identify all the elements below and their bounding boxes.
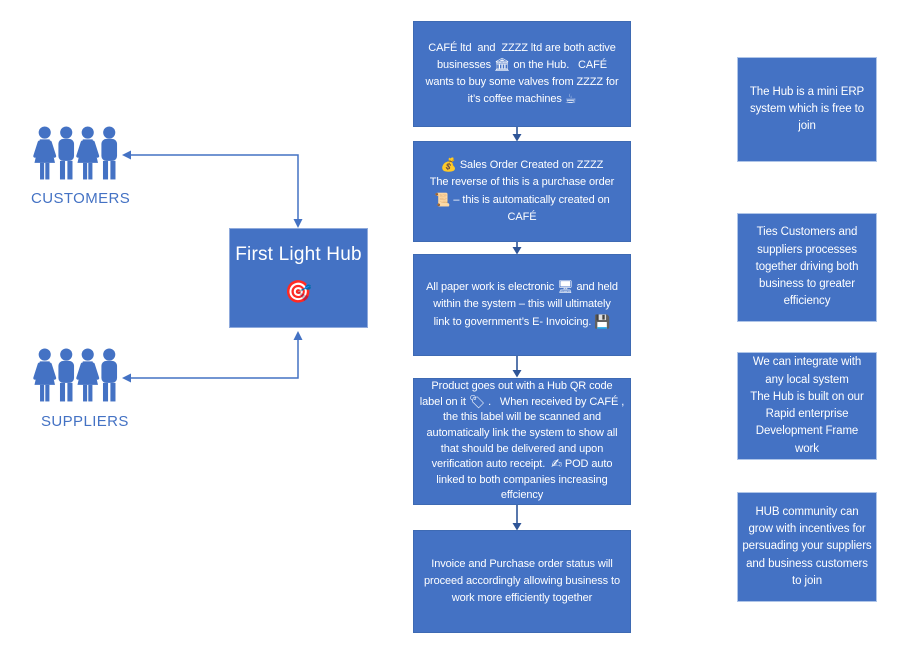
suppliers-label: SUPPLIERS (41, 413, 129, 430)
flow-box-2-text: 💰 Sales Order Created on ZZZZ The revers… (429, 158, 615, 223)
flow-box-5: Invoice and Purchase order status will p… (413, 530, 631, 633)
down-arrow-icon (512, 242, 522, 255)
bank-building-icon: 🏛 (494, 57, 511, 73)
info-box-1: The Hub is a mini ERP system which is fr… (737, 57, 877, 162)
customers-people-icon (33, 125, 119, 192)
target-icon: 🎯 (284, 280, 313, 305)
suppliers-connector-line (131, 340, 299, 379)
flow-box-1-text: CAFÉ ltd and ZZZZ ltd are both active bu… (425, 41, 619, 108)
info-box-2-text: Ties Customers and suppliers processes t… (755, 226, 859, 308)
arrowhead-left-customers (122, 150, 131, 160)
coffee-cup-icon: ☕ (564, 92, 577, 108)
floppy-disk-icon: 💾 (594, 314, 611, 330)
flow-arrow-3 (511, 356, 523, 383)
suppliers-people-icon (33, 347, 119, 414)
flow-box-5-text: Invoice and Purchase order status will p… (424, 557, 620, 605)
flow-arrow-1 (511, 127, 523, 147)
hub-title: First Light Hub (235, 244, 362, 265)
arrowhead-up-hub-bottom (293, 331, 303, 340)
flow-arrow-4 (511, 505, 523, 536)
arrowhead-down-hub-top (293, 219, 303, 228)
info-box-2: Ties Customers and suppliers processes t… (737, 213, 877, 322)
flow-box-2: 💰 Sales Order Created on ZZZZ The revers… (413, 141, 631, 242)
computer-monitor-icon: 🖥 (557, 280, 574, 296)
scroll-icon: 📜 (434, 192, 451, 208)
down-arrow-icon (512, 356, 522, 378)
flow-box-4-text: Product goes out with a Hub QR code labe… (419, 380, 625, 502)
money-bag-icon: 💰 (440, 158, 457, 174)
first-light-hub-box: First Light Hub 🎯 (229, 228, 368, 328)
info-box-1-text: The Hub is a mini ERP system which is fr… (749, 85, 865, 133)
customers-label: CUSTOMERS (31, 190, 131, 207)
flow-box-4: Product goes out with a Hub QR code labe… (413, 378, 631, 505)
label-tag-icon: 🏷 (468, 394, 486, 410)
down-arrow-icon (512, 505, 522, 531)
flow-box-1: CAFÉ ltd and ZZZZ ltd are both active bu… (413, 21, 631, 127)
writing-hand-icon: ✍ (551, 457, 562, 473)
flow-box-3-text: All paper work is electronic 🖥 and held … (426, 280, 618, 330)
customers-connector-line (131, 154, 299, 219)
info-box-3: We can integrate with any local system T… (737, 352, 877, 460)
down-arrow-icon (512, 127, 522, 142)
flow-box-3: All paper work is electronic 🖥 and held … (413, 254, 631, 356)
flow-arrow-2 (511, 242, 523, 260)
info-box-3-text: We can integrate with any local system T… (750, 356, 864, 455)
info-box-4-text: HUB community can grow with incentives f… (742, 505, 872, 587)
info-box-4: HUB community can grow with incentives f… (737, 492, 877, 602)
arrowhead-left-suppliers (122, 373, 131, 383)
